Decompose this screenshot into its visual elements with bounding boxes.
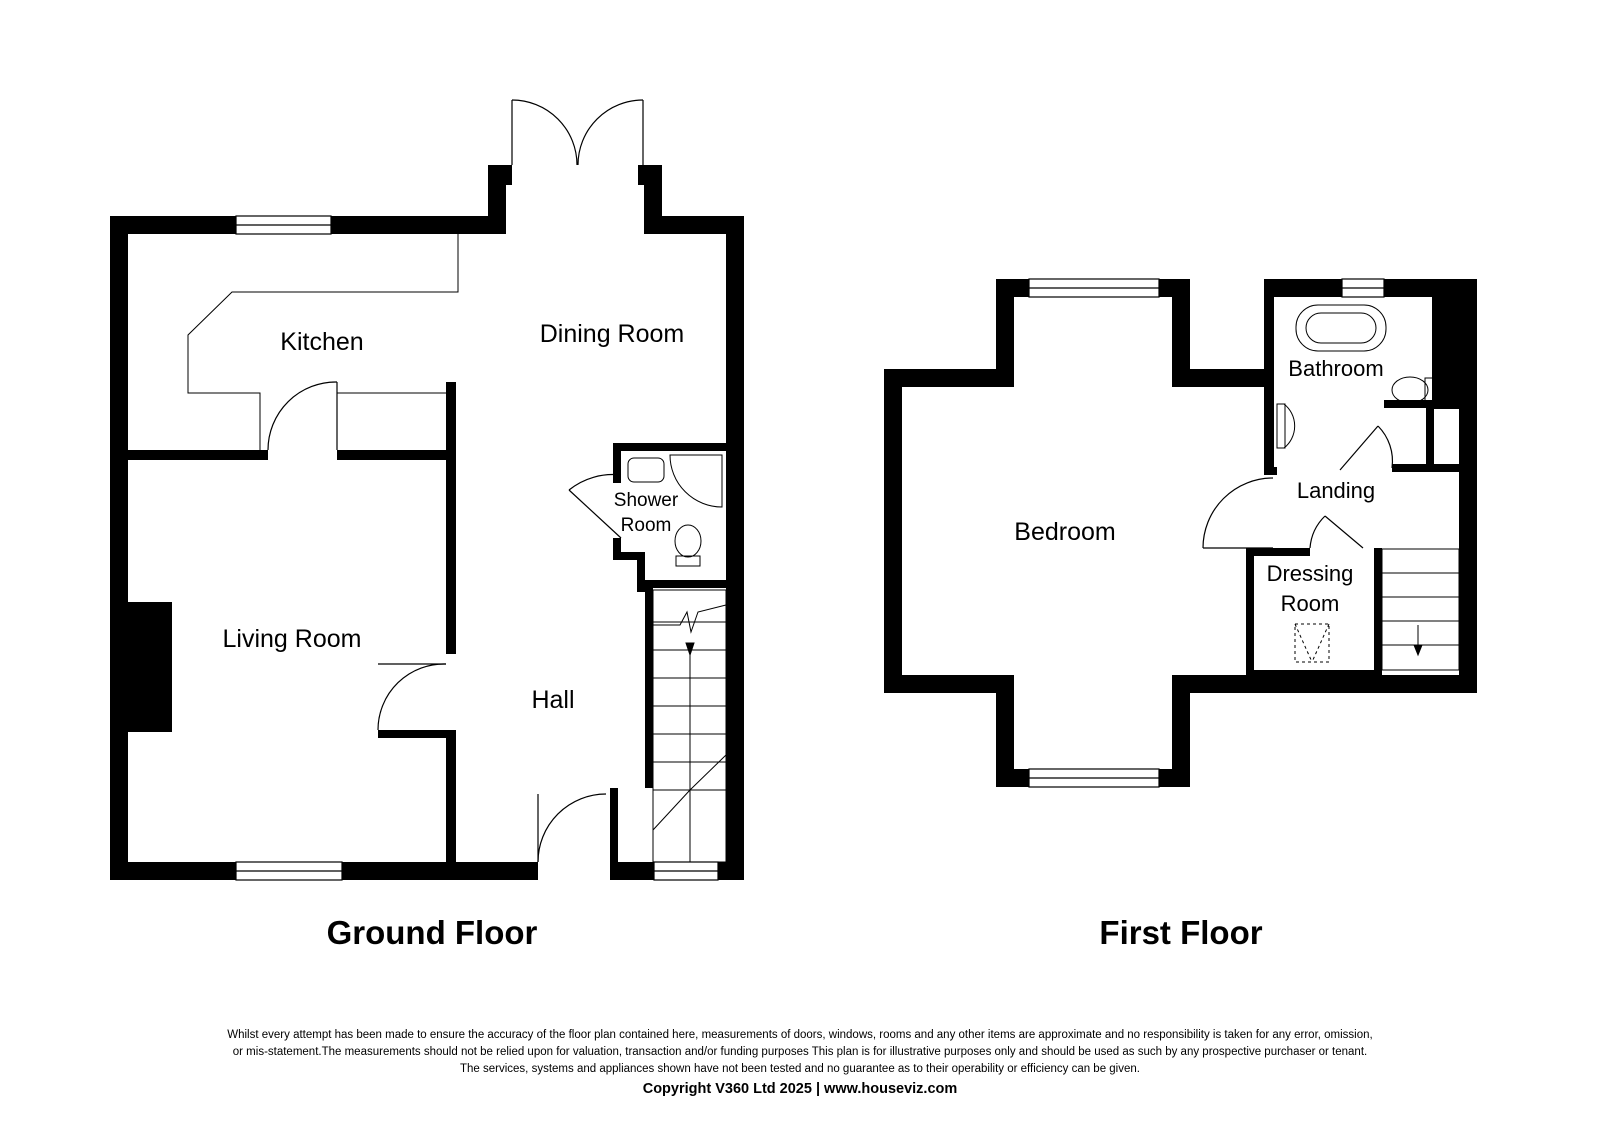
first-floor-windows (1028, 278, 1385, 788)
room-label-shower-line2: Room (621, 515, 672, 536)
ground-floor-stairs (652, 589, 727, 863)
disclaimer: Whilst every attempt has been made to en… (0, 1027, 1600, 1078)
floor-title-first: First Floor (1099, 914, 1262, 951)
room-label-bedroom: Bedroom (1014, 518, 1115, 546)
ground-floor-plan: Kitchen Dining Room Living Room Hall Sho… (110, 99, 744, 951)
french-doors (511, 99, 644, 166)
room-label-dressing-line1: Dressing (1267, 561, 1354, 586)
room-label-dining-room: Dining Room (540, 320, 685, 348)
first-floor-internal-walls (1246, 400, 1459, 678)
room-label-kitchen: Kitchen (280, 328, 363, 356)
bathroom-fixtures (1276, 304, 1434, 449)
ground-floor-doors (267, 381, 622, 863)
room-label-landing: Landing (1297, 478, 1375, 503)
room-label-bathroom: Bathroom (1288, 356, 1383, 381)
room-label-dressing-line2: Room (1281, 591, 1340, 616)
first-floor-stairs (1381, 548, 1460, 671)
ground-floor-windows (235, 215, 719, 881)
ground-floor-internal-walls (128, 382, 727, 880)
loft-hatch (1294, 623, 1330, 663)
room-label-hall: Hall (531, 686, 574, 714)
first-floor-plan: Bedroom Bathroom Landing Dressing Room F… (884, 278, 1477, 951)
floor-title-ground: Ground Floor (327, 914, 538, 951)
room-label-living-room: Living Room (223, 625, 362, 653)
copyright: Copyright V360 Ltd 2025 | www.houseviz.c… (642, 1081, 958, 1097)
first-floor-doors (1202, 425, 1394, 549)
disclaimer-line: The services, systems and appliances sho… (460, 1063, 1140, 1075)
disclaimer-line: Whilst every attempt has been made to en… (227, 1029, 1373, 1041)
shower-room-fixtures (627, 454, 723, 567)
room-label-shower-line1: Shower (614, 490, 679, 511)
first-floor-outer-walls (884, 279, 1477, 787)
disclaimer-line: or mis-statement.The measurements should… (232, 1046, 1368, 1058)
